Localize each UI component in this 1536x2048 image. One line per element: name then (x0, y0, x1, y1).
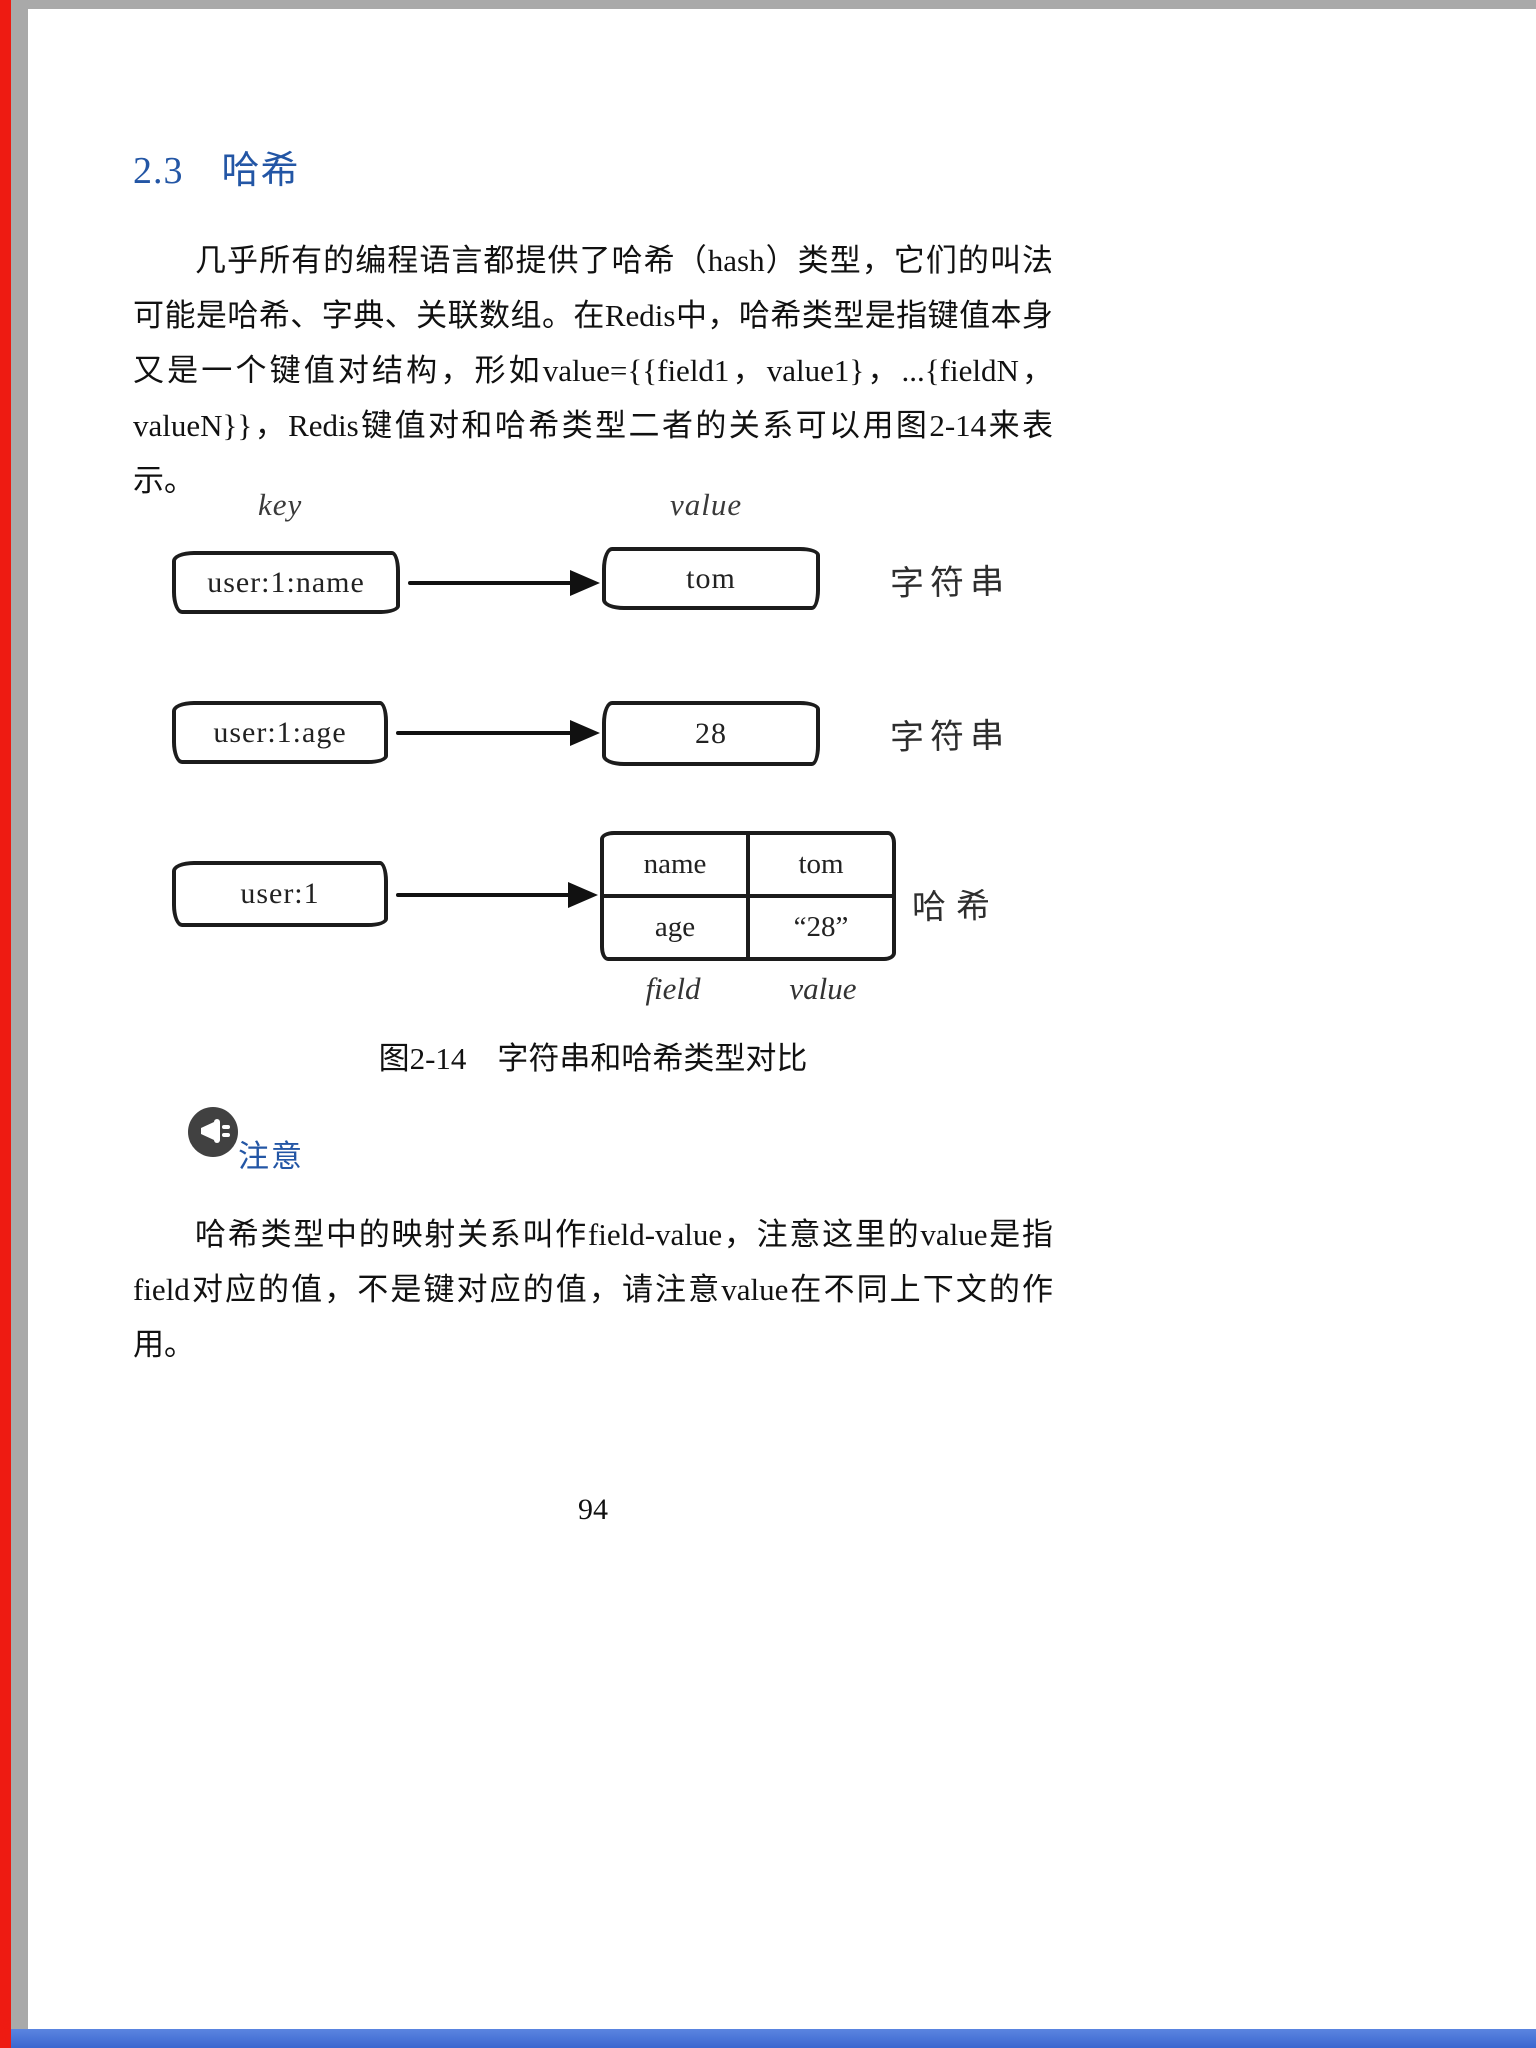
note-block: 注意 (186, 1105, 486, 1185)
note-icon (186, 1105, 240, 1159)
table-cell-tom: tom (798, 848, 844, 880)
type-label-string-1: 字符串 (889, 563, 1011, 604)
footer-label-field: field (645, 971, 701, 1006)
section-title: 哈希 (221, 150, 300, 192)
key-box-user-1: user:1 (172, 861, 388, 927)
page-number: 94 (578, 1493, 608, 1526)
value-box-28: 28 (602, 701, 820, 766)
footer-label-value: value (789, 971, 857, 1006)
table-cell-age: age (654, 911, 696, 943)
left-edge-red-bar (0, 0, 11, 2048)
note-label: 注意 (238, 1139, 304, 1174)
figure-2-14: key value user:1:name tom 字符串 user:1:age… (28, 479, 1536, 1039)
table-horizontal-divider (604, 894, 892, 898)
key-box-user-1-name: user:1:name (172, 551, 400, 614)
hash-field-value-table: name tom age “28” (600, 831, 896, 961)
figure-caption: 图2-14 字符串和哈希类型对比 (378, 1041, 808, 1076)
value-box-tom: tom (602, 547, 820, 610)
section-number: 2.3 (133, 150, 184, 192)
type-label-string-2: 字符串 (889, 717, 1011, 758)
table-cell-28: “28” (793, 911, 849, 943)
bottom-edge-blue-bar (0, 2029, 1536, 2048)
type-label-hash: 哈希 (911, 888, 1001, 927)
figure-key-header: key (258, 487, 303, 522)
table-cell-name: name (643, 848, 707, 880)
paragraph-intro: 几乎所有的编程语言都提供了哈希（hash）类型，它们的叫法可能是哈希、字典、关联… (133, 243, 1053, 498)
key-box-user-1-age: user:1:age (172, 701, 388, 764)
paragraph-note-text: 哈希类型中的映射关系叫作field-value，注意这里的value是指fiel… (133, 1217, 1053, 1362)
figure-value-header: value (670, 487, 743, 522)
section-heading: 2.3 哈希 (133, 139, 300, 194)
document-page: 2.3 哈希 几乎所有的编程语言都提供了哈希（hash）类型，它们的叫法可能是哈希… (28, 9, 1536, 2029)
